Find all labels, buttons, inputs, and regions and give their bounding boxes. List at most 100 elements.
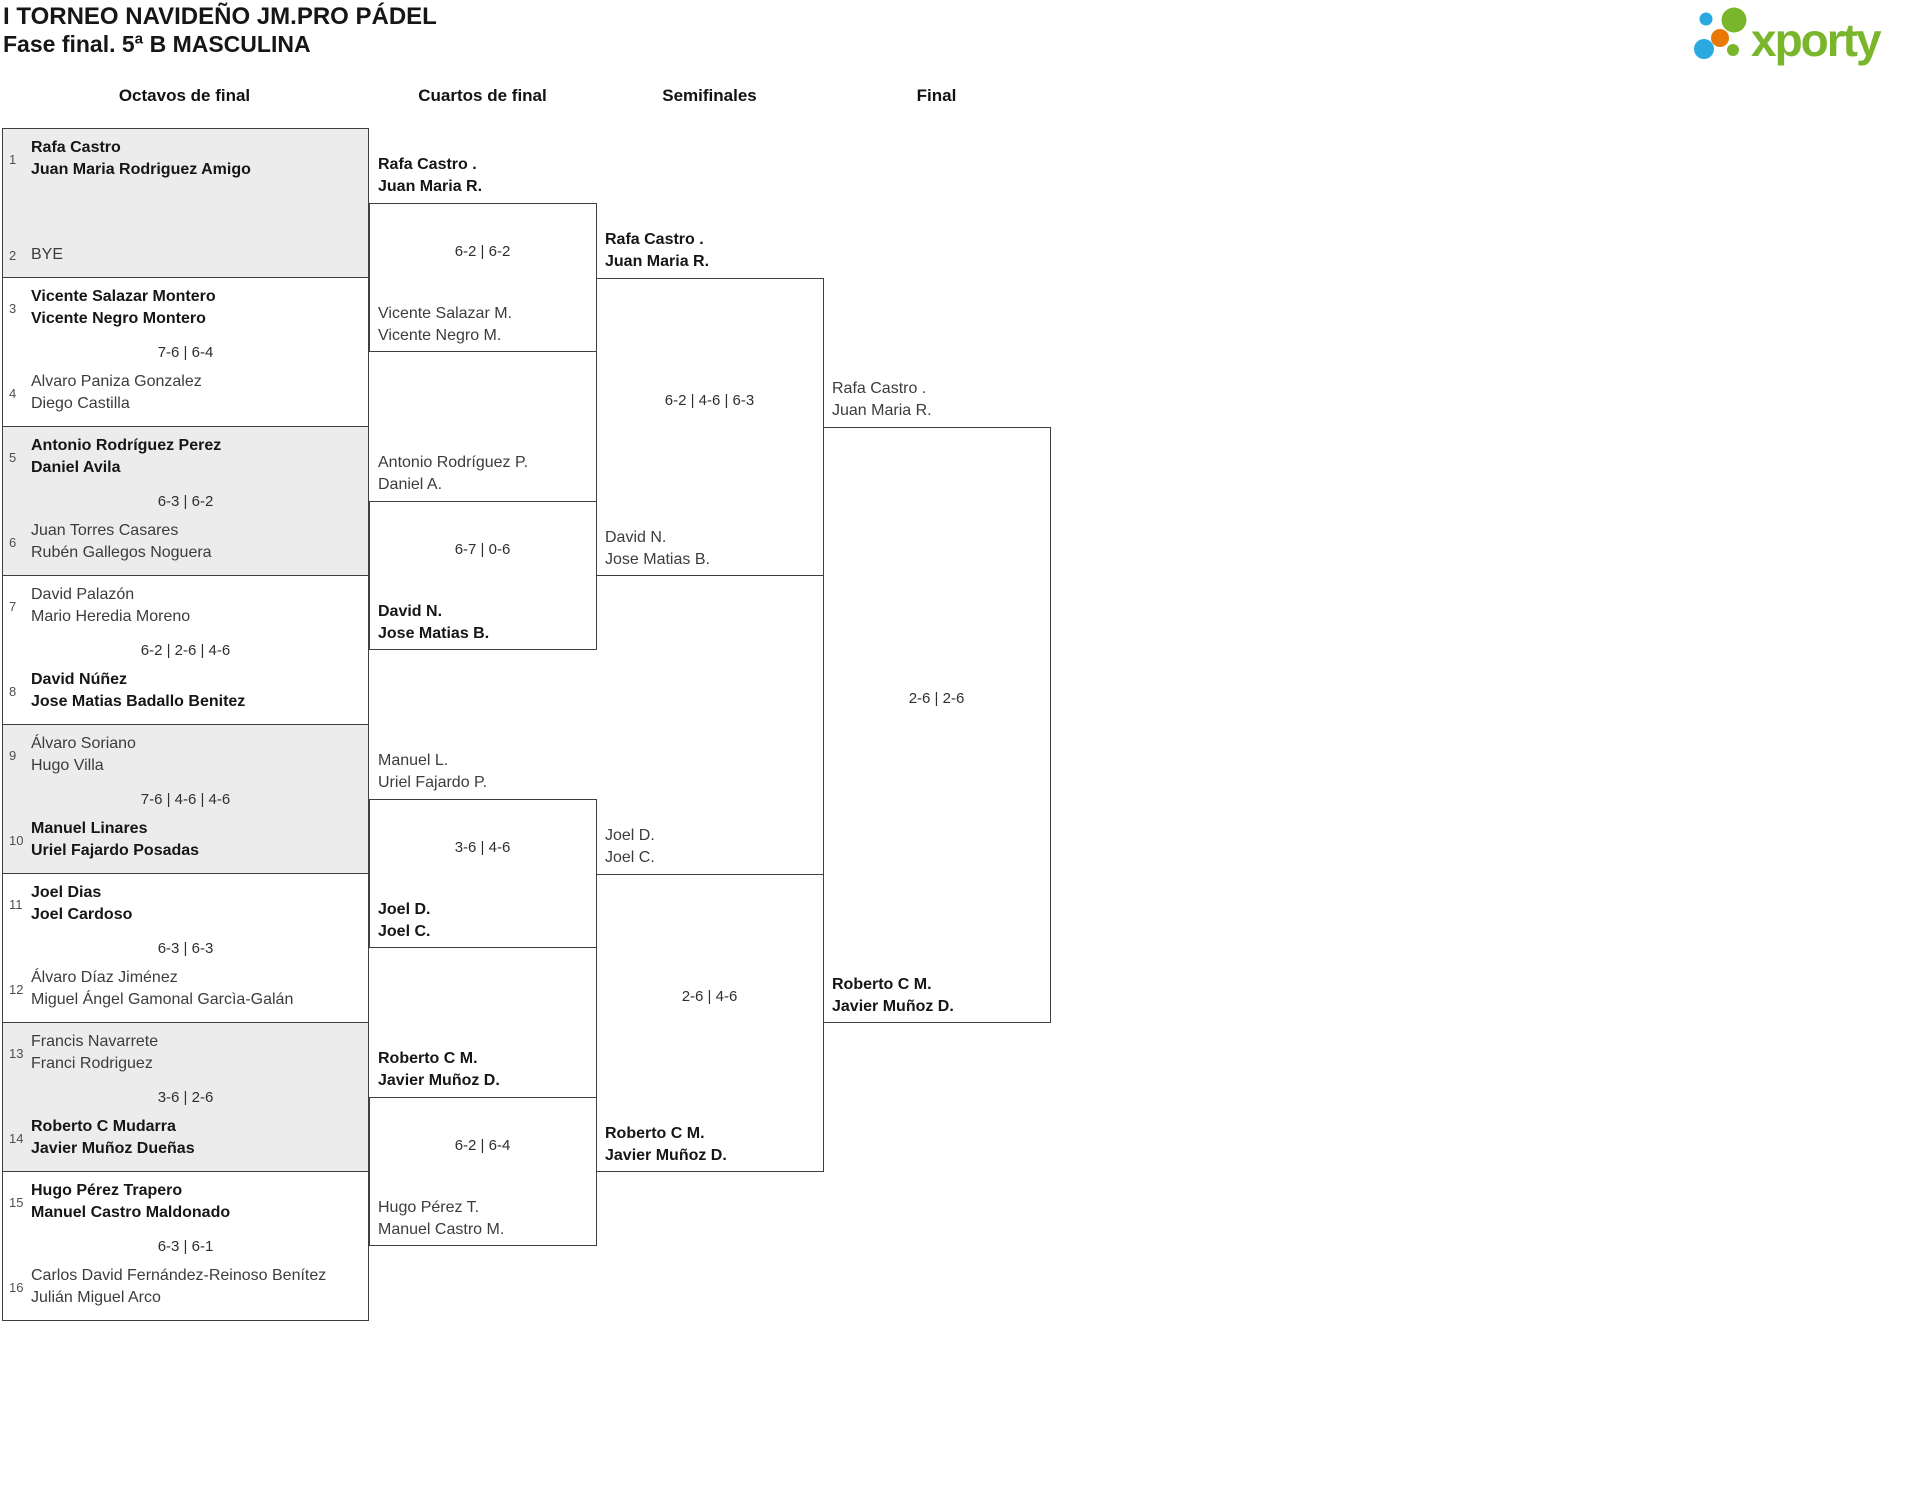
team-label-cuartos-4-top: Roberto C M.Javier Muñoz D. (378, 1048, 596, 1092)
team-label-semifinales-1-top: Rafa Castro .Juan Maria R. (605, 229, 823, 273)
phase-category: Fase final. 5ª B MASCULINA (3, 31, 311, 57)
match-score: 6-2 | 2-6 | 4-6 (140, 642, 231, 659)
seed-number: 13 (9, 1045, 24, 1061)
player-name: Joel D. (605, 826, 655, 844)
logo-dot-big-green (1721, 7, 1747, 33)
player-name: Roberto C M. (605, 1124, 705, 1142)
player-name: Juan Maria R. (378, 178, 483, 195)
player-name: Joel Cardoso (31, 906, 133, 923)
seed-number: 2 (9, 247, 17, 263)
seed-number: 16 (9, 1279, 24, 1295)
match-score: 6-3 | 6-2 (157, 493, 214, 510)
player-name: Francis Navarrete (31, 1033, 159, 1050)
team-label-cuartos-3-bottom: Joel D. Joel C. (378, 899, 596, 943)
logo-dot-small-green (1727, 44, 1739, 56)
match-score: 6-2 | 6-4 (454, 1136, 511, 1154)
team-label-cuartos-2-bottom: David N.Jose Matias B. (378, 601, 596, 645)
team-label-cuartos-3-top: Manuel L.Uriel Fajardo P. (378, 750, 596, 794)
tournament-name: I TORNEO NAVIDEÑO JM.PRO PÁDEL (3, 3, 437, 30)
match-score: 6-2 | 6-2 (454, 242, 511, 260)
player-name: Hugo Villa (31, 757, 104, 774)
xporty-logo[interactable]: xporty (1693, 4, 1908, 70)
seed-number: 15 (9, 1194, 24, 1210)
match-score: 3-6 | 2-6 (157, 1089, 214, 1106)
match-score: 6-3 | 6-1 (157, 1238, 214, 1255)
player-name: David N. (378, 603, 443, 620)
player-name: Diego Castilla (31, 395, 130, 412)
seed-number: 9 (9, 747, 17, 763)
team-label-semifinales-1-bottom: David N.Jose Matias B. (605, 527, 823, 571)
player-name: Roberto C Mudarra (31, 1118, 176, 1135)
player-name: Alvaro Paniza Gonzalez (31, 373, 202, 390)
player-name: Roberto C M. (832, 975, 932, 993)
player-name: Joel C. (378, 923, 431, 940)
player-name: Franci Rodriguez (31, 1055, 153, 1072)
player-name: David N. (605, 528, 667, 546)
seed-number: 5 (9, 449, 17, 465)
match-box-final-1 (823, 426, 1051, 1023)
player-name: Javier Muñoz D. (832, 997, 954, 1015)
player-name: Juan Maria R. (605, 252, 710, 270)
seed-number: 4 (9, 385, 17, 401)
player-name: David Palazón (31, 586, 135, 603)
logo-wordmark: xporty (1751, 14, 1882, 66)
player-name: Carlos David Fernández-Reinoso Benítez (31, 1267, 327, 1284)
player-name: Vicente Salazar Montero (31, 288, 216, 305)
seed-number: 12 (9, 981, 24, 997)
player-name: Jose Matias Badallo Benitez (31, 693, 246, 710)
player-name: Joel D. (378, 901, 431, 918)
logo-dot-orange (1711, 29, 1729, 47)
team-label-final-1-bottom: Roberto C M. Javier Muñoz D. (832, 974, 1050, 1018)
seed-number: 6 (9, 534, 17, 550)
match-score: 6-3 | 6-3 (157, 940, 214, 957)
seed-number: 10 (9, 832, 24, 848)
round-header-semifinales: Semifinales (662, 86, 757, 105)
player-name: Javier Muñoz D. (605, 1146, 727, 1164)
player-name: Roberto C M. (378, 1050, 478, 1067)
player-name: Rafa Castro . (832, 379, 927, 397)
player-name: Vicente Negro Montero (31, 310, 206, 327)
match-score: 3-6 | 4-6 (454, 838, 511, 856)
match-box-cuartos-2 (369, 501, 597, 650)
match-score: 7-6 | 6-4 (157, 344, 214, 361)
match-score: 7-6 | 4-6 | 4-6 (140, 791, 231, 808)
player-name: Joel Dias (31, 884, 102, 901)
player-name: Juan Maria R. (832, 401, 932, 419)
match-box-cuartos-4 (369, 1097, 597, 1246)
player-name: Vicente Negro M. (378, 327, 502, 344)
player-name: Juan Maria Rodriguez Amigo (31, 161, 251, 178)
round-header-cuartos: Cuartos de final (418, 86, 547, 105)
player-name: Rafa Castro . (378, 156, 477, 173)
team-label-cuartos-1-top: Rafa Castro . Juan Maria R. (378, 154, 596, 198)
match-box-semifinales-2 (596, 873, 824, 1172)
player-name: Uriel Fajardo Posadas (31, 842, 200, 859)
player-name: Uriel Fajardo P. (378, 774, 488, 791)
player-name: Antonio Rodríguez Perez (31, 437, 222, 454)
team-label-cuartos-4-bottom: Hugo Pérez T.Manuel Castro M. (378, 1197, 596, 1241)
seed-number: 14 (9, 1130, 24, 1146)
player-name: Julián Miguel Arco (31, 1289, 161, 1306)
